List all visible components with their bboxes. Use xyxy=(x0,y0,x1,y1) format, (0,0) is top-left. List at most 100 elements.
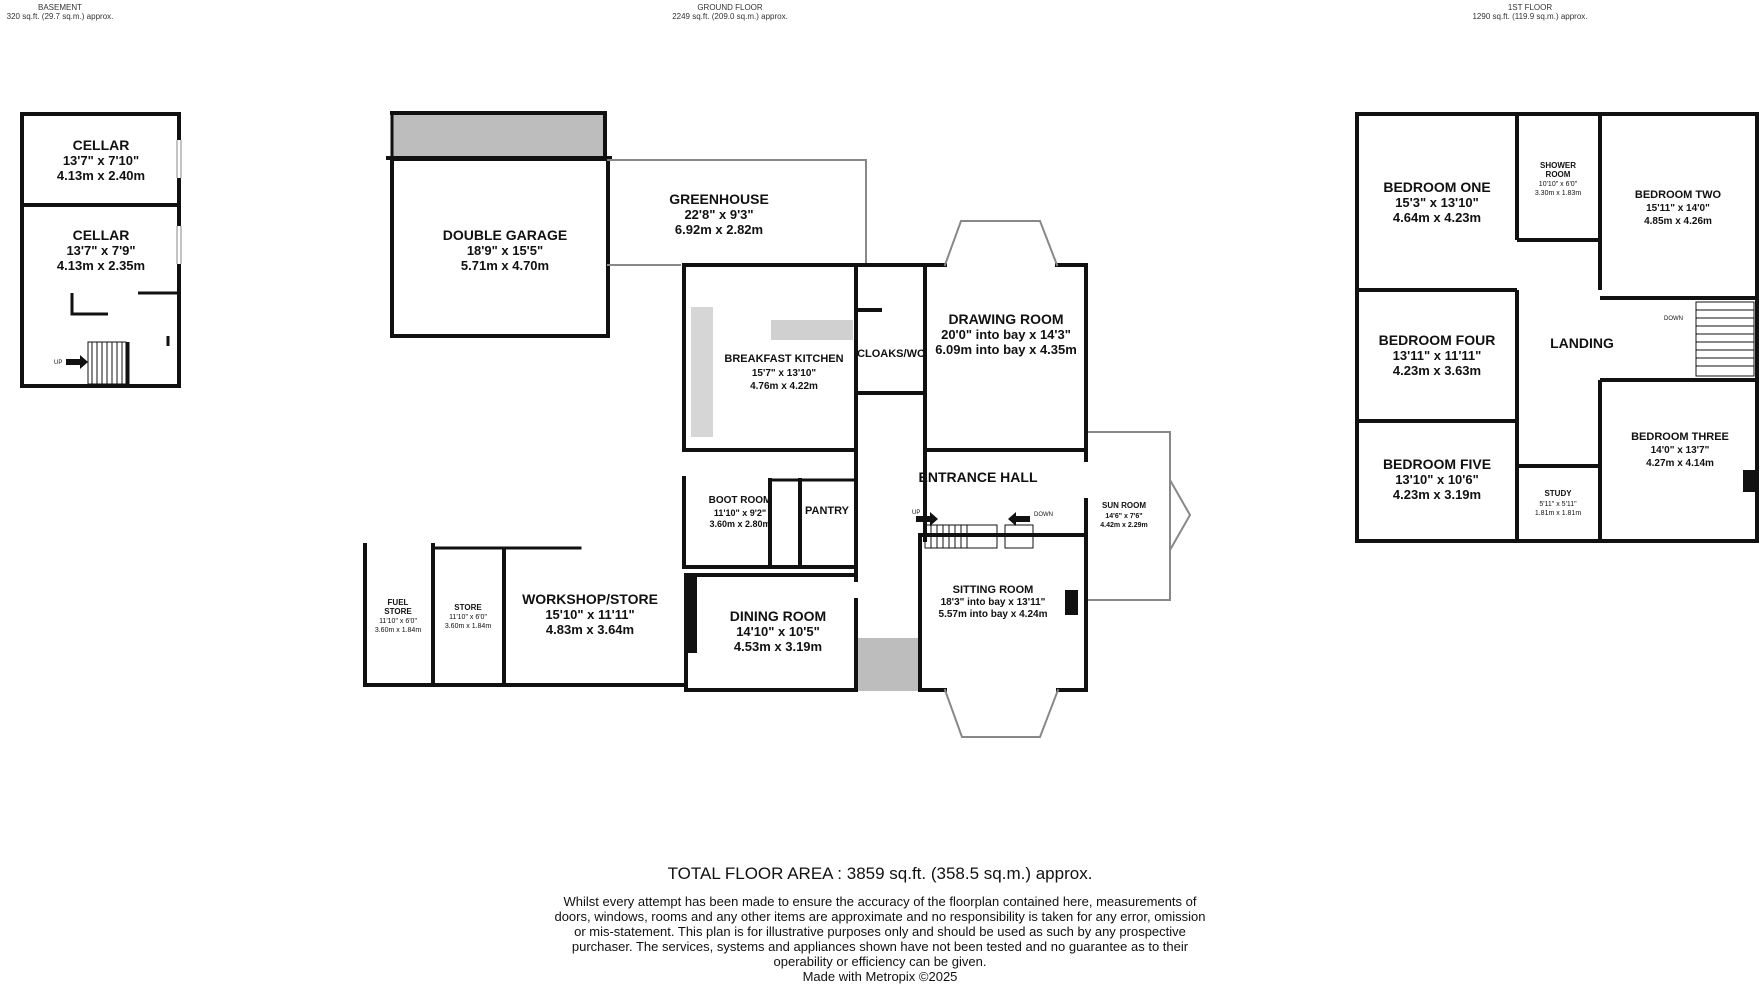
landing-name: LANDING xyxy=(1550,335,1614,351)
basement-window-glass xyxy=(176,140,182,264)
sitting-room-name: SITTING ROOM xyxy=(953,584,1034,596)
stair-up-arrow-icon xyxy=(66,355,88,369)
basement-label: BASEMENT xyxy=(37,3,82,12)
garage-canopy xyxy=(392,113,605,158)
bedroom-one-metric: 4.64m x 4.23m xyxy=(1393,210,1481,225)
greenhouse-metric: 6.92m x 2.82m xyxy=(675,222,763,237)
store-metric: 3.60m x 1.84m xyxy=(445,623,491,630)
cloaks-wc-name: CLOAKS/WC xyxy=(857,348,925,360)
breakfast-kitchen-metric: 4.76m x 4.22m xyxy=(750,381,818,392)
fuel-store-name-2: STORE xyxy=(384,607,412,616)
workshop-store-imperial: 15'10" x 11'11" xyxy=(545,607,634,622)
study-imperial: 5'11" x 5'11" xyxy=(1539,501,1577,508)
first-floor-label: 1ST FLOOR xyxy=(1507,3,1553,12)
sun-room-glazing xyxy=(1088,431,1192,601)
cellar-inner-wall xyxy=(70,293,108,316)
ground-floor-label: GROUND FLOOR xyxy=(697,3,763,12)
bedroom-three-imperial: 14'0" x 13'7" xyxy=(1651,445,1710,456)
bedroom-one-name: BEDROOM ONE xyxy=(1383,179,1490,195)
ground-floor-header: GROUND FLOOR 2249 sq.ft. (209.0 sq.m.) a… xyxy=(640,3,820,21)
cellar-two-imperial: 13'7" x 7'9" xyxy=(66,243,135,258)
double-garage-metric: 5.71m x 4.70m xyxy=(461,258,549,273)
bedroom-two-name: BEDROOM TWO xyxy=(1635,189,1722,201)
hall-staircase xyxy=(924,524,1034,549)
fuel-store-imperial: 11'10" x 6'0" xyxy=(379,618,417,625)
fuel-store-name-1: FUEL xyxy=(388,598,409,607)
shower-room-name-2: ROOM xyxy=(1546,170,1571,179)
total-floor-area: TOTAL FLOOR AREA : 3859 sq.ft. (358.5 sq… xyxy=(667,864,1093,883)
pantry-name: PANTRY xyxy=(805,505,850,517)
kitchen-side-worktop xyxy=(691,307,713,437)
hall-stair-down-arrow-icon xyxy=(1008,512,1030,526)
bedroom-two-imperial: 15'11" x 14'0" xyxy=(1646,203,1710,214)
study-name: STUDY xyxy=(1544,489,1572,498)
sitting-room-fireplace-icon xyxy=(1065,590,1078,615)
bedroom-four-name: BEDROOM FOUR xyxy=(1379,332,1496,348)
first-floor-header: 1ST FLOOR 1290 sq.ft. (119.9 sq.m.) appr… xyxy=(1440,3,1620,21)
breakfast-kitchen-name: BREAKFAST KITCHEN xyxy=(724,353,843,365)
bedroom-three-fireplace-icon xyxy=(1743,470,1755,492)
sitting-room-metric: 5.57m into bay x 4.24m xyxy=(939,609,1048,620)
breakfast-kitchen-imperial: 15'7" x 13'10" xyxy=(752,368,817,379)
bedroom-three-name: BEDROOM THREE xyxy=(1631,431,1729,443)
hall-stair-up-arrow-icon xyxy=(916,512,938,526)
hall-stair-up-label: UP xyxy=(912,510,920,516)
boot-room-metric: 3.60m x 2.80m xyxy=(709,519,770,529)
cellar-one-metric: 4.13m x 2.40m xyxy=(57,168,145,183)
cellar-one-name: CELLAR xyxy=(73,137,130,153)
cellar-stair-up-label: UP xyxy=(54,360,62,366)
double-garage-imperial: 18'9" x 15'5" xyxy=(467,243,543,258)
bedroom-four-imperial: 13'11" x 11'11" xyxy=(1393,348,1482,363)
drawing-room-metric: 6.09m into bay x 4.35m xyxy=(935,342,1077,357)
study-metric: 1.81m x 1.81m xyxy=(1535,510,1581,517)
disclaimer-text: Whilst every attempt has been made to en… xyxy=(554,894,1206,969)
sitting-room-imperial: 18'3" into bay x 13'11" xyxy=(941,597,1046,608)
sun-room-name: SUN ROOM xyxy=(1102,501,1146,510)
first-floor-stairs xyxy=(1695,301,1755,377)
dining-room-name: DINING ROOM xyxy=(730,608,826,624)
shower-room-imperial: 10'10" x 6'0" xyxy=(1539,181,1578,188)
first-floor-area: 1290 sq.ft. (119.9 sq.m.) approx. xyxy=(1472,12,1588,22)
dining-room-chimney xyxy=(686,575,697,653)
floorplan-footer: TOTAL FLOOR AREA : 3859 sq.ft. (358.5 sq… xyxy=(0,864,1760,984)
cellar-two-metric: 4.13m x 2.35m xyxy=(57,258,145,273)
floorplan-drawing: UP CELLAR 13'7" x 7'10" 4.13m x 2.40m CE… xyxy=(20,111,1759,738)
drawing-room-name: DRAWING ROOM xyxy=(948,311,1063,327)
first-floor-walls xyxy=(1355,112,1759,543)
entrance-porch-floor xyxy=(858,638,920,691)
bedroom-three-metric: 4.27m x 4.14m xyxy=(1646,458,1714,469)
store-imperial: 11'10" x 6'0" xyxy=(449,614,487,621)
sun-room-imperial: 14'6" x 7'6" xyxy=(1105,513,1142,520)
sun-room-metric: 4.42m x 2.29m xyxy=(1100,522,1147,529)
greenhouse-name: GREENHOUSE xyxy=(669,191,769,207)
boot-room-name: BOOT ROOM xyxy=(709,495,772,506)
basement-header: BASEMENT 320 sq.ft. (29.7 sq.m.) approx. xyxy=(0,3,120,21)
shower-room-metric: 3.30m x 1.83m xyxy=(1535,190,1581,197)
workshop-store-name: WORKSHOP/STORE xyxy=(522,591,658,607)
entrance-hall-name: ENTRANCE HALL xyxy=(919,469,1038,485)
drawing-room-imperial: 20'0" into bay x 14'3" xyxy=(941,327,1071,342)
bedroom-one-imperial: 15'3" x 13'10" xyxy=(1395,195,1479,210)
bedroom-five-metric: 4.23m x 3.19m xyxy=(1393,487,1481,502)
ground-floor-area: 2249 sq.ft. (209.0 sq.m.) approx. xyxy=(672,12,788,22)
basement-area: 320 sq.ft. (29.7 sq.m.) approx. xyxy=(6,12,114,22)
double-garage-name: DOUBLE GARAGE xyxy=(443,227,567,243)
hall-stair-down-label: DOWN xyxy=(1034,512,1053,518)
bedroom-five-imperial: 13'10" x 10'6" xyxy=(1395,472,1479,487)
boot-room-imperial: 11'10" x 9'2" xyxy=(714,508,766,518)
fuel-store-metric: 3.60m x 1.84m xyxy=(375,627,421,634)
bedroom-four-metric: 4.23m x 3.63m xyxy=(1393,363,1481,378)
cellar-one-imperial: 13'7" x 7'10" xyxy=(63,153,139,168)
greenhouse-imperial: 22'8" x 9'3" xyxy=(684,207,753,222)
cellar-two-name: CELLAR xyxy=(73,227,130,243)
shower-room-name-1: SHOWER xyxy=(1540,161,1576,170)
store-name: STORE xyxy=(454,603,482,612)
dining-room-metric: 4.53m x 3.19m xyxy=(734,639,822,654)
workshop-store-metric: 4.83m x 3.64m xyxy=(546,622,634,637)
cellar-stairs xyxy=(87,341,127,385)
bedroom-two-metric: 4.85m x 4.26m xyxy=(1644,216,1712,227)
bedroom-five-name: BEDROOM FIVE xyxy=(1383,456,1491,472)
landing-stair-down-label: DOWN xyxy=(1664,316,1683,322)
dining-room-imperial: 14'10" x 10'5" xyxy=(736,624,820,639)
made-with-credit: Made with Metropix ©2025 xyxy=(802,969,958,984)
